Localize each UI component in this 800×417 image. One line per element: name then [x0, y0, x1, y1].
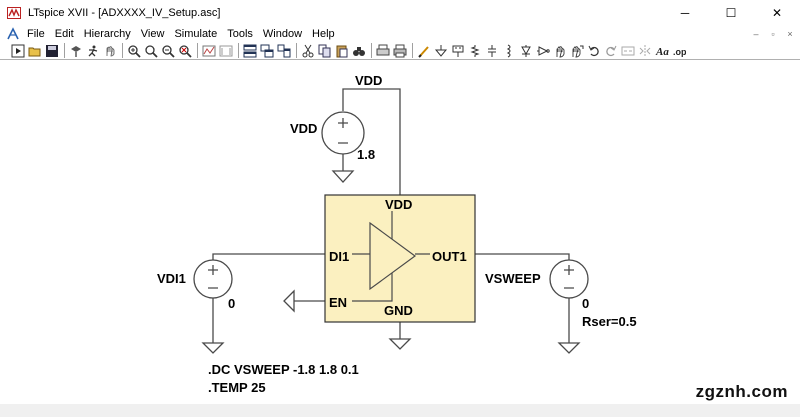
block-di1-pin-label: DI1 [329, 249, 350, 264]
di1-wire [212, 253, 325, 261]
buffer-triangle [369, 221, 417, 291]
diode-icon[interactable] [518, 43, 534, 59]
tile-windows-icon[interactable] [276, 43, 292, 59]
menu-simulate[interactable]: Simulate [174, 28, 218, 40]
drag-icon[interactable] [569, 43, 585, 59]
block-en-pin-label: EN [329, 295, 348, 310]
zoom-fit-icon[interactable] [177, 43, 193, 59]
close-button[interactable]: ✕ [771, 6, 783, 20]
draw-wire-icon[interactable] [416, 43, 432, 59]
vsweep-rser-label: Rser=0.5 [582, 314, 637, 329]
run-icon[interactable] [10, 43, 26, 59]
vdi1-source-value: 0 [228, 296, 236, 311]
inductor-icon[interactable] [501, 43, 517, 59]
vdd-voltage-source [321, 111, 365, 155]
menu-tools[interactable]: Tools [227, 28, 253, 40]
pan-icon[interactable] [143, 43, 159, 59]
en-ground-symbol [283, 289, 295, 313]
cascade-icon[interactable] [259, 43, 275, 59]
svg-text:Aa: Aa [655, 46, 669, 58]
menu-help[interactable]: Help [312, 28, 335, 40]
watermark-text: zgznh.com [693, 382, 790, 402]
zoom-in-icon[interactable] [126, 43, 142, 59]
resistor-icon[interactable] [467, 43, 483, 59]
cut-icon[interactable] [300, 43, 316, 59]
schematic-doc-icon[interactable] [4, 26, 22, 42]
maximize-button[interactable]: ☐ [725, 6, 737, 20]
schematic-drawing [193, 88, 589, 354]
vdd-net-label: VDD [355, 73, 383, 88]
copy-icon[interactable] [317, 43, 333, 59]
block-gnd-pin-label: GND [384, 303, 413, 318]
vsweep-ground-symbol [557, 342, 581, 354]
vsweep-voltage-source [549, 259, 589, 299]
spice-directive-dc[interactable]: .DC VSWEEP -1.8 1.8 0.1 [208, 362, 359, 377]
menu-edit[interactable]: Edit [54, 28, 74, 40]
rotate-icon[interactable] [620, 43, 636, 59]
block-vdd-pin-label: VDD [385, 197, 413, 212]
move-icon[interactable] [552, 43, 568, 59]
window-title: LTspice XVII - [ADXXXX_IV_Setup.asc] [28, 7, 221, 19]
mdi-minimize-button[interactable]: ‒ [753, 29, 759, 39]
vdi1-ground-symbol [201, 342, 225, 354]
menu-hierarchy[interactable]: Hierarchy [83, 28, 131, 40]
ltspice-logo-icon [6, 5, 22, 21]
vdd-source-value: 1.8 [357, 147, 376, 162]
vdd-ground-symbol [331, 170, 355, 183]
vdi1-voltage-source [193, 259, 233, 299]
zoom-out-icon[interactable] [160, 43, 176, 59]
autorange-y-icon[interactable] [218, 43, 234, 59]
menu-file[interactable]: File [27, 28, 45, 40]
vdi1-source-name: VDI1 [157, 271, 186, 286]
control-panel-icon[interactable] [68, 43, 84, 59]
mdi-close-button[interactable]: × [787, 29, 793, 39]
block-out1-pin-label: OUT1 [432, 249, 467, 264]
schematic-canvas[interactable]: VDD VDD 1.8 VDD DI1 OUT1 EN GND VDI1 0 V… [0, 61, 800, 404]
autorange-icon[interactable] [201, 43, 217, 59]
svg-text:.op: .op [673, 47, 686, 57]
redo-icon[interactable] [603, 43, 619, 59]
minimize-button[interactable]: ─ [680, 6, 690, 20]
mdi-restore-button[interactable]: ▫ [771, 29, 775, 39]
vdd-net-wire [342, 88, 401, 195]
component-icon[interactable] [535, 43, 551, 59]
print-setup-icon[interactable] [375, 43, 391, 59]
menu-bar: File Edit Hierarchy View Simulate Tools … [0, 26, 800, 42]
run-man-icon[interactable] [85, 43, 101, 59]
vsweep-source-value: 0 [582, 296, 590, 311]
block-ground-symbol [388, 338, 412, 350]
label-net-icon[interactable] [450, 43, 466, 59]
save-icon[interactable] [44, 43, 60, 59]
mirror-icon[interactable] [637, 43, 653, 59]
undo-icon[interactable] [586, 43, 602, 59]
out1-wire [475, 253, 570, 261]
tile-horizontal-icon[interactable] [242, 43, 258, 59]
ground-icon[interactable] [433, 43, 449, 59]
adxxxx-block [324, 194, 476, 323]
open-icon[interactable] [27, 43, 43, 59]
vsweep-source-name: VSWEEP [485, 271, 541, 286]
status-bar [0, 404, 800, 417]
spice-directive-temp[interactable]: .TEMP 25 [208, 380, 266, 395]
capacitor-icon[interactable] [484, 43, 500, 59]
halt-icon[interactable] [102, 43, 118, 59]
find-icon[interactable] [351, 43, 367, 59]
spice-directive-icon[interactable]: .op [671, 43, 687, 59]
text-icon[interactable]: Aa [654, 43, 670, 59]
print-icon[interactable] [392, 43, 408, 59]
toolbar: Aa .op [0, 42, 800, 60]
title-bar: LTspice XVII - [ADXXXX_IV_Setup.asc] ─ ☐… [0, 0, 800, 26]
vdd-source-name: VDD [290, 121, 318, 136]
menu-view[interactable]: View [140, 28, 165, 40]
menu-window[interactable]: Window [262, 28, 303, 40]
paste-icon[interactable] [334, 43, 350, 59]
